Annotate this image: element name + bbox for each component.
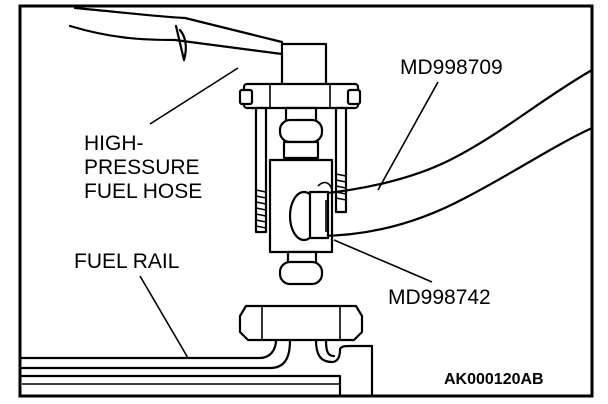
tool-hose — [316, 68, 594, 238]
label-tool-hose: MD998709 — [400, 56, 503, 79]
leader-adapter — [333, 239, 433, 283]
leader-tool-hose — [377, 81, 439, 191]
label-adapter: MD998742 — [388, 286, 491, 309]
right-bolt — [334, 106, 348, 214]
label-figure-code: AK000120AB — [444, 371, 544, 388]
leader-high-pressure-hose — [149, 67, 239, 125]
label-high-pressure-line1: HIGH- — [84, 132, 144, 155]
fuel-rail-connector — [238, 304, 364, 342]
left-bolt — [254, 106, 268, 234]
adapter-bracket — [238, 82, 362, 110]
figure-frame — [18, 4, 594, 398]
label-high-pressure-line3: FUEL HOSE — [84, 180, 202, 203]
leader-fuel-rail — [139, 275, 189, 359]
label-high-pressure-line2: PRESSURE — [84, 156, 200, 179]
upper-fitting — [278, 106, 324, 160]
label-fuel-rail: FUEL RAIL — [74, 250, 179, 273]
hose-coupling — [288, 181, 333, 242]
fuel-rail — [20, 338, 374, 398]
high-pressure-fuel-hose — [68, 6, 284, 62]
lower-fitting — [278, 250, 324, 286]
